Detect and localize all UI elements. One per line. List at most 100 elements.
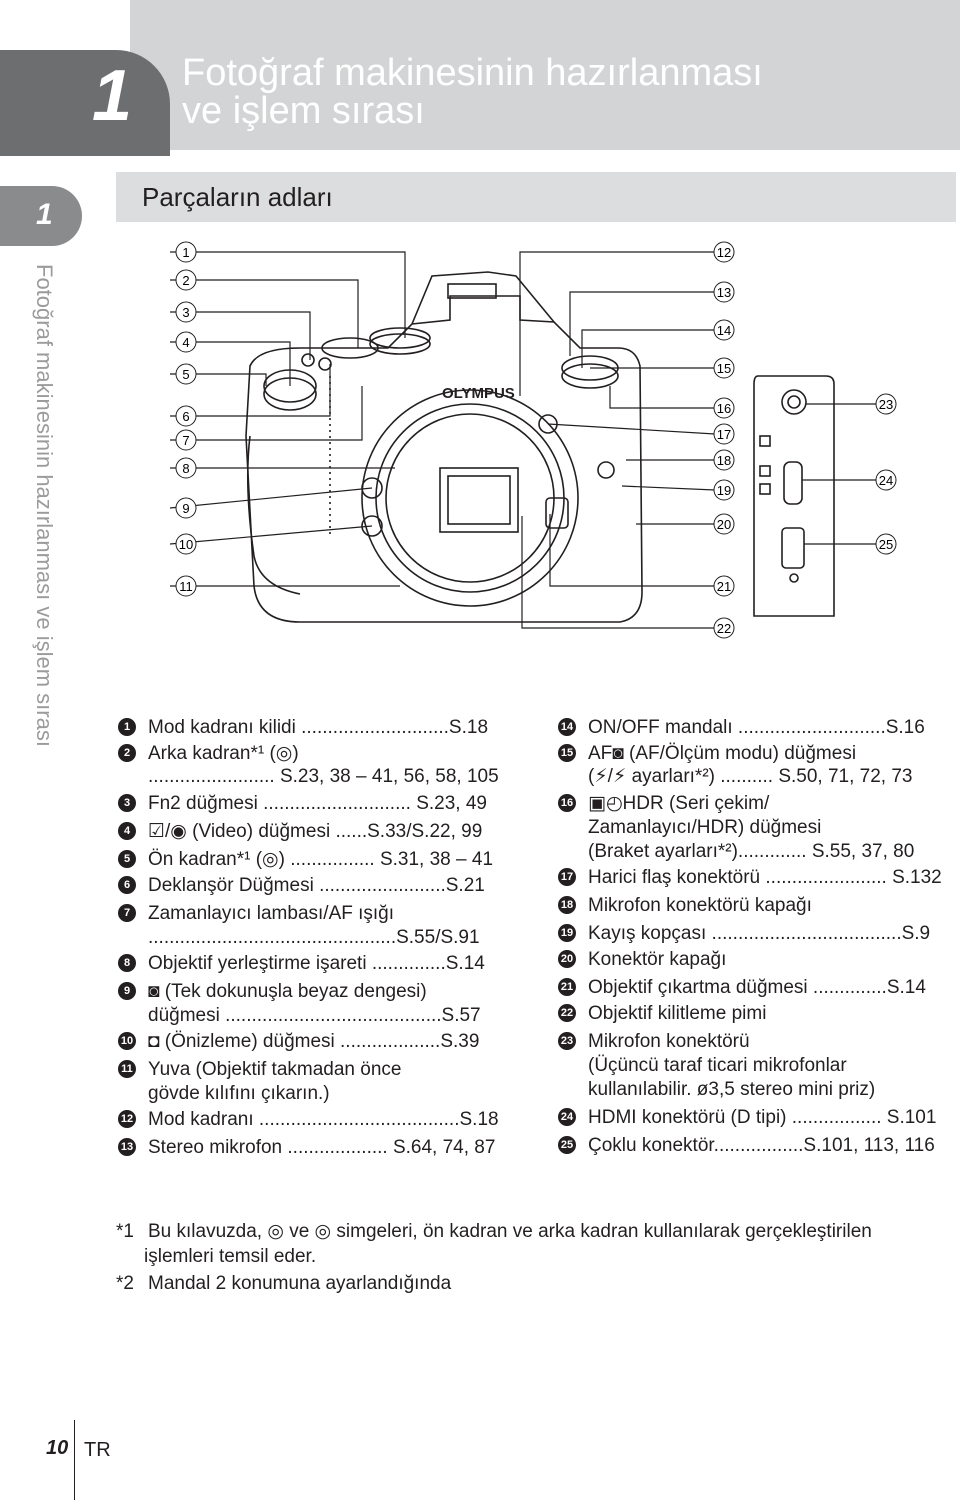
page-number: 10 [46, 1437, 69, 1459]
part-number: 19 [558, 924, 576, 942]
svg-text:1: 1 [182, 245, 189, 260]
svg-text:9: 9 [182, 501, 189, 516]
leader-lines [169, 251, 876, 629]
svg-text:14: 14 [717, 323, 731, 338]
svg-text:8: 8 [182, 461, 189, 476]
svg-text:18: 18 [717, 453, 731, 468]
part-label: Mikrofon konektörü kapağı [588, 895, 812, 916]
callout-7: 7 [175, 429, 197, 451]
callout-21: 21 [713, 575, 735, 597]
part-label: Konektör kapağı [588, 949, 727, 970]
part-number: 15 [558, 744, 576, 762]
part-label-2: ........................................… [148, 927, 480, 948]
callout-8: 8 [175, 457, 197, 479]
part-number: 3 [118, 794, 136, 812]
part-label-2: ........................ S.23, 38 – 41, … [148, 766, 499, 787]
part-label: Mod kadranı ............................… [148, 1109, 499, 1130]
part-number: 12 [118, 1110, 136, 1128]
part-number: 10 [118, 1032, 136, 1050]
callout-24: 24 [875, 469, 897, 491]
svg-text:22: 22 [717, 621, 731, 636]
svg-text:10: 10 [179, 537, 193, 552]
callout-22: 22 [713, 617, 735, 639]
callout-1: 1 [175, 241, 197, 263]
part-number: 22 [558, 1004, 576, 1022]
callout-20: 20 [713, 513, 735, 535]
part-label-2: (Üçüncü taraf ticari mikrofonlar [588, 1055, 847, 1076]
part-label: Mikrofon konektörü [588, 1031, 750, 1052]
part-number: 6 [118, 876, 136, 894]
part-label-3: (Braket ayarları*²)............. S.55, 3… [588, 841, 915, 862]
part-number: 24 [558, 1108, 576, 1126]
chapter-number: 1 [92, 56, 133, 136]
callout-18: 18 [713, 449, 735, 471]
svg-text:17: 17 [717, 427, 731, 442]
part-number: 18 [558, 896, 576, 914]
part-number: 7 [118, 904, 136, 922]
callout-16: 16 [713, 397, 735, 419]
camera-diagram: OLYMPUS [169, 241, 897, 639]
part-label-2: gövde kılıfını çıkarın.) [148, 1083, 330, 1104]
svg-text:24: 24 [879, 473, 893, 488]
svg-text:20: 20 [717, 517, 731, 532]
part-label: ☑/◉ (Video) düğmesi ......S.33/S.22, 99 [148, 821, 483, 842]
callout-13: 13 [713, 281, 735, 303]
svg-text:5: 5 [182, 367, 189, 382]
part-number: 5 [118, 850, 136, 868]
part-number: 2 [118, 744, 136, 762]
svg-text:13: 13 [717, 285, 731, 300]
svg-text:6: 6 [182, 409, 189, 424]
callout-5: 5 [175, 363, 197, 385]
part-label-2: (⚡/⚡ ayarları*²) .......... S.50, 71, 72… [588, 766, 913, 787]
part-label: Arka kadran*¹ (◎) [148, 743, 299, 764]
svg-text:7: 7 [182, 433, 189, 448]
svg-text:12: 12 [717, 245, 731, 260]
part-number: 13 [118, 1138, 136, 1156]
footnote-text: Mandal 2 konumuna ayarlandığında [148, 1273, 452, 1294]
callouts: 1 2 3 4 5 6 7 8 9 10 11 12 13 14 15 16 1… [175, 241, 897, 639]
camera-body [245, 271, 643, 623]
part-label: Mod kadranı kilidi .....................… [148, 717, 489, 738]
svg-text:21: 21 [717, 579, 731, 594]
footer-divider [74, 1420, 75, 1500]
part-label: Harici flaş konektörü ..................… [588, 867, 942, 888]
part-label: ON/OFF mandalı .........................… [588, 717, 925, 738]
svg-text:15: 15 [717, 361, 731, 376]
section-bar [116, 172, 956, 222]
callout-10: 10 [175, 533, 197, 555]
part-number: 1 [118, 718, 136, 736]
callout-17: 17 [713, 423, 735, 445]
part-label: Objektif kilitleme pimi [588, 1003, 767, 1024]
side-chapter-number: 1 [36, 198, 53, 231]
part-number: 14 [558, 718, 576, 736]
svg-text:3: 3 [182, 305, 189, 320]
brand-logo: OLYMPUS [442, 385, 515, 402]
part-number: 23 [558, 1032, 576, 1050]
part-label: ▣◴HDR (Seri çekim/ [588, 793, 770, 814]
callout-23: 23 [875, 393, 897, 415]
callout-6: 6 [175, 405, 197, 427]
svg-text:19: 19 [717, 483, 731, 498]
part-number: 11 [118, 1060, 136, 1078]
part-label: Çoklu konektör.................S.101, 11… [588, 1135, 935, 1156]
part-number: 8 [118, 954, 136, 972]
part-number: 21 [558, 978, 576, 996]
svg-text:25: 25 [879, 537, 893, 552]
side-chapter-tab [0, 186, 82, 246]
part-label: ◙ (Tek dokunuşla beyaz dengesi) [148, 981, 427, 1002]
part-label: Yuva (Objektif takmadan önce [148, 1059, 402, 1080]
svg-text:4: 4 [182, 335, 189, 350]
side-panel [753, 375, 835, 617]
part-number: 4 [118, 822, 136, 840]
part-label: Zamanlayıcı lambası/AF ışığı [148, 903, 395, 924]
chapter-tab [0, 50, 170, 156]
callout-9: 9 [175, 497, 197, 519]
part-label: Kayış kopçası ..........................… [588, 923, 931, 944]
part-label: Objektif yerleştirme işareti ...........… [148, 953, 485, 974]
svg-text:2: 2 [182, 273, 189, 288]
page-title-line1: Fotoğraf makinesinin hazırlanması [182, 52, 763, 94]
callout-4: 4 [175, 331, 197, 353]
part-label: Fn2 düğmesi ............................… [148, 793, 487, 814]
callout-12: 12 [713, 241, 735, 263]
footnote-text: Bu kılavuzda, ◎ ve ◎ simgeleri, ön kadra… [148, 1221, 872, 1242]
